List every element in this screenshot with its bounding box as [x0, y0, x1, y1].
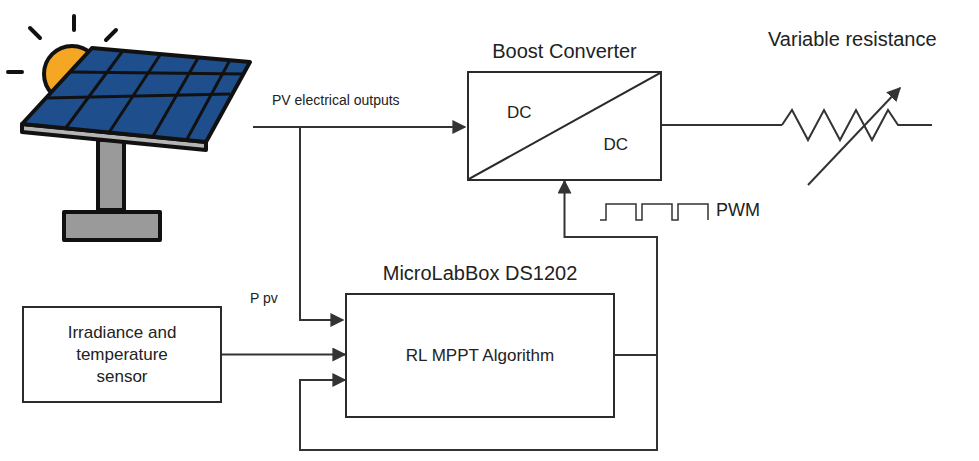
box-heading: MicroLabBox DS1202: [383, 262, 578, 285]
port-label: DC: [507, 103, 532, 123]
signal-label: PWM: [716, 200, 760, 221]
box-text: RL MPPT Algorithm: [347, 344, 613, 366]
pv-wires: [253, 127, 465, 320]
signal-label: P pv: [250, 290, 278, 306]
controller-box: MicroLabBox DS1202RL MPPT Algorithm: [345, 293, 615, 418]
converter-diagonal: [469, 73, 660, 179]
converter-box: Boost ConverterDCDC: [467, 71, 662, 181]
component-label: Variable resistance: [768, 28, 937, 51]
signal-connector: [222, 354, 345, 356]
port-label: DC: [603, 135, 628, 155]
solar-panel-icon: [22, 48, 250, 240]
box-text: Irradiance and temperature sensor: [24, 321, 220, 387]
box-heading: Boost Converter: [492, 40, 637, 63]
signal-label: PV electrical outputs: [272, 92, 400, 108]
pwm-waveform: [600, 204, 708, 220]
resistor-symbol: [662, 88, 932, 185]
sensor-box: Irradiance and temperature sensor: [22, 306, 222, 403]
